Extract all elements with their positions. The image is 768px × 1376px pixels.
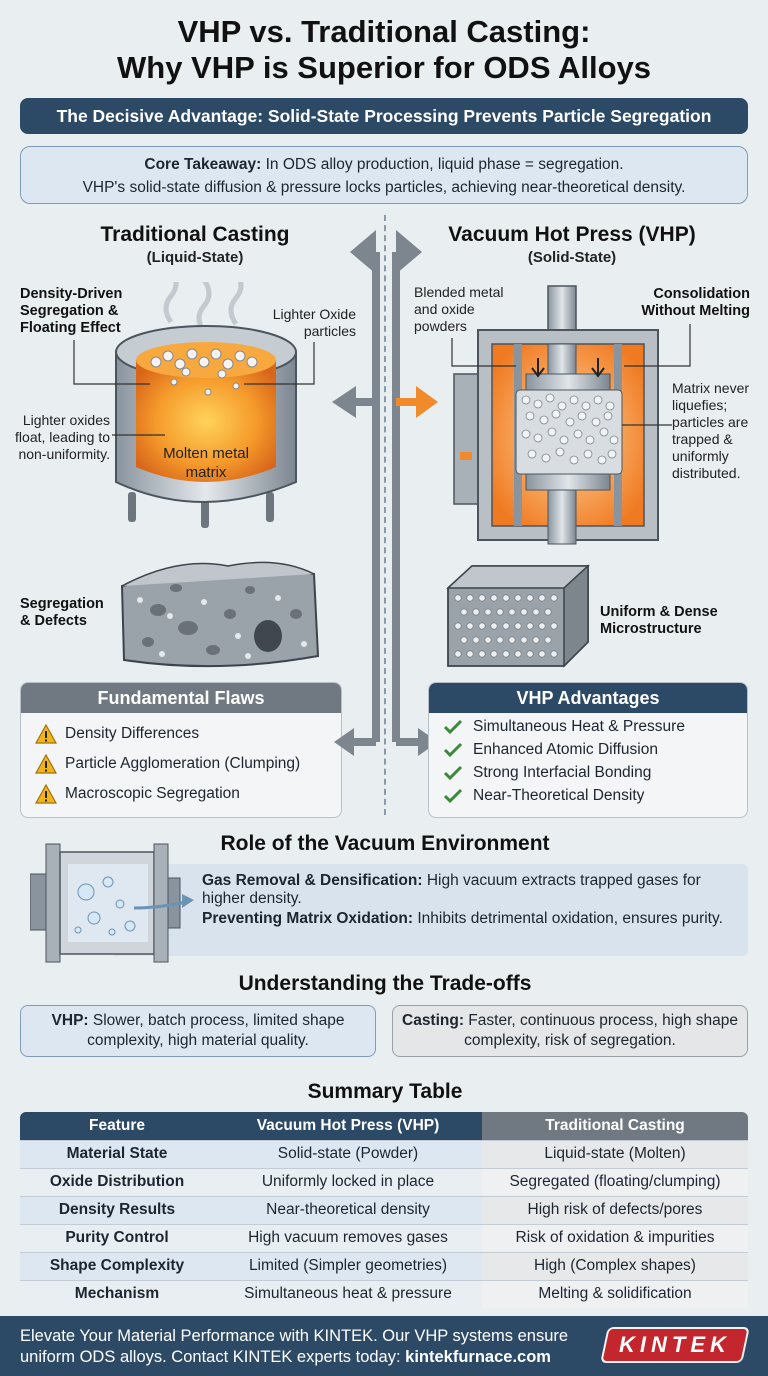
table-row: Shape Complexity Limited (Simpler geomet… — [20, 1251, 748, 1280]
flaw-item: Density Differences — [21, 719, 341, 749]
check-icon — [443, 788, 473, 804]
flow-arrows — [332, 230, 438, 756]
table-header-casting: Traditional Casting — [482, 1112, 748, 1140]
tradeoffs-title: Understanding the Trade-offs — [238, 972, 532, 995]
table-row: Oxide Distribution Uniformly locked in p… — [20, 1167, 748, 1196]
density-segregation-label: Density-Driven Segregation & Floating Ef… — [20, 286, 123, 336]
advantage-item: Simultaneous Heat & Pressure — [429, 715, 747, 738]
casting-tradeoff-label: Casting: — [402, 1012, 464, 1029]
molten-crucible-illustration — [115, 282, 297, 528]
footer-text: Elevate Your Material Performance with K… — [20, 1326, 600, 1368]
gas-removal-label: Gas Removal & Densification: — [202, 872, 423, 889]
takeaway-line-1: In ODS alloy production, liquid phase = … — [261, 156, 624, 173]
kintek-logo: KINTEK — [600, 1327, 750, 1363]
advantage-item: Near-Theoretical Density — [429, 784, 747, 807]
vhp-tradeoff-box: VHP: Slower, batch process, limited shap… — [20, 1005, 376, 1057]
blended-powders-label: Blended metal and oxide powders — [414, 284, 504, 334]
table-row: Material State Solid-state (Powder) Liqu… — [20, 1139, 748, 1168]
table-row: Density Results Near-theoretical density… — [20, 1195, 748, 1224]
table-header-vhp: Vacuum Hot Press (VHP) — [214, 1112, 482, 1140]
molten-matrix-label: Molten metal matrix — [163, 445, 249, 481]
check-icon — [443, 742, 473, 758]
vacuum-chamber-illustration — [30, 843, 194, 963]
vhp-leader-lines — [451, 324, 691, 426]
vhp-tradeoff-label: VHP: — [51, 1012, 89, 1029]
page-title: VHP vs. Traditional Casting: Why VHP is … — [0, 14, 768, 86]
advantages-title: VHP Advantages — [429, 683, 747, 713]
table-header-feature: Feature — [20, 1112, 214, 1140]
vhp-advantages-panel: VHP Advantages Simultaneous Heat & Press… — [428, 682, 748, 818]
vacuum-hot-press-illustration — [453, 285, 659, 545]
uniform-block-illustration — [446, 564, 590, 668]
advantage-item: Strong Interfacial Bonding — [429, 761, 747, 784]
title-line-2: Why VHP is Superior for ODS Alloys — [117, 50, 651, 85]
footer-line-1: Elevate Your Material Performance with K… — [20, 1327, 569, 1345]
casting-leader-lines — [73, 340, 315, 436]
column-divider — [384, 215, 386, 815]
table-row: Mechanism Simultaneous heat & pressure M… — [20, 1279, 748, 1308]
vhp-tradeoff-text: Slower, batch process, limited shape com… — [87, 1012, 345, 1049]
gas-removal-text: High vacuum extracts trapped gases for h… — [202, 872, 701, 907]
fundamental-flaws-panel: Fundamental Flaws Density Differences Pa… — [20, 682, 342, 818]
summary-title: Summary Table — [307, 1080, 463, 1103]
oxidation-text: Inhibits detrimental oxidation, ensures … — [413, 910, 723, 927]
defective-block-illustration — [120, 561, 320, 668]
takeaway-label: Core Takeaway: — [144, 156, 262, 173]
check-icon — [443, 765, 473, 781]
flaw-item: Particle Agglomeration (Clumping) — [21, 749, 341, 779]
casting-subheading: (Liquid-State) — [146, 249, 244, 266]
warning-icon — [35, 784, 65, 804]
summary-table: Feature Vacuum Hot Press (VHP) Tradition… — [20, 1112, 748, 1308]
website-link[interactable]: kintekfurnace.com — [405, 1348, 551, 1366]
core-takeaway-box: Core Takeaway: In ODS alloy production, … — [20, 146, 748, 204]
warning-icon — [35, 754, 65, 774]
flaw-item: Macroscopic Segregation — [21, 779, 341, 809]
takeaway-line-2: VHP's solid-state diffusion & pressure l… — [82, 179, 686, 196]
uniform-dense-label: Uniform & Dense Microstructure — [600, 604, 718, 637]
table-row: Purity Control High vacuum removes gases… — [20, 1223, 748, 1252]
warning-icon — [35, 724, 65, 744]
advantage-item: Enhanced Atomic Diffusion — [429, 738, 747, 761]
vhp-subheading: (Solid-State) — [527, 249, 617, 266]
lighter-oxide-label: Lighter Oxide particles — [272, 306, 356, 339]
segregation-defects-label: Segregation & Defects — [20, 596, 104, 629]
casting-heading: Traditional Casting — [100, 223, 290, 246]
casting-tradeoff-box: Casting: Faster, continuous process, hig… — [392, 1005, 748, 1057]
title-line-1: VHP vs. Traditional Casting: — [177, 14, 591, 49]
vacuum-info-box: Gas Removal & Densification: High vacuum… — [110, 864, 748, 956]
consolidation-label: Consolidation Without Melting — [641, 286, 750, 319]
casting-tradeoff-text: Faster, continuous process, high shape c… — [464, 1012, 738, 1049]
vhp-heading: Vacuum Hot Press (VHP) — [448, 223, 696, 246]
oxides-float-label: Lighter oxides float, leading to non-uni… — [15, 412, 110, 462]
flaws-title: Fundamental Flaws — [21, 683, 341, 713]
advantage-banner: The Decisive Advantage: Solid-State Proc… — [20, 98, 748, 134]
footer-line-2: uniform ODS alloys. Contact KINTEK exper… — [20, 1348, 406, 1366]
check-icon — [443, 719, 473, 735]
vacuum-section-title: Role of the Vacuum Environment — [220, 832, 550, 855]
oxidation-label: Preventing Matrix Oxidation: — [202, 910, 414, 927]
matrix-never-liquefies-label: Matrix never liquefies; particles are tr… — [672, 380, 750, 481]
